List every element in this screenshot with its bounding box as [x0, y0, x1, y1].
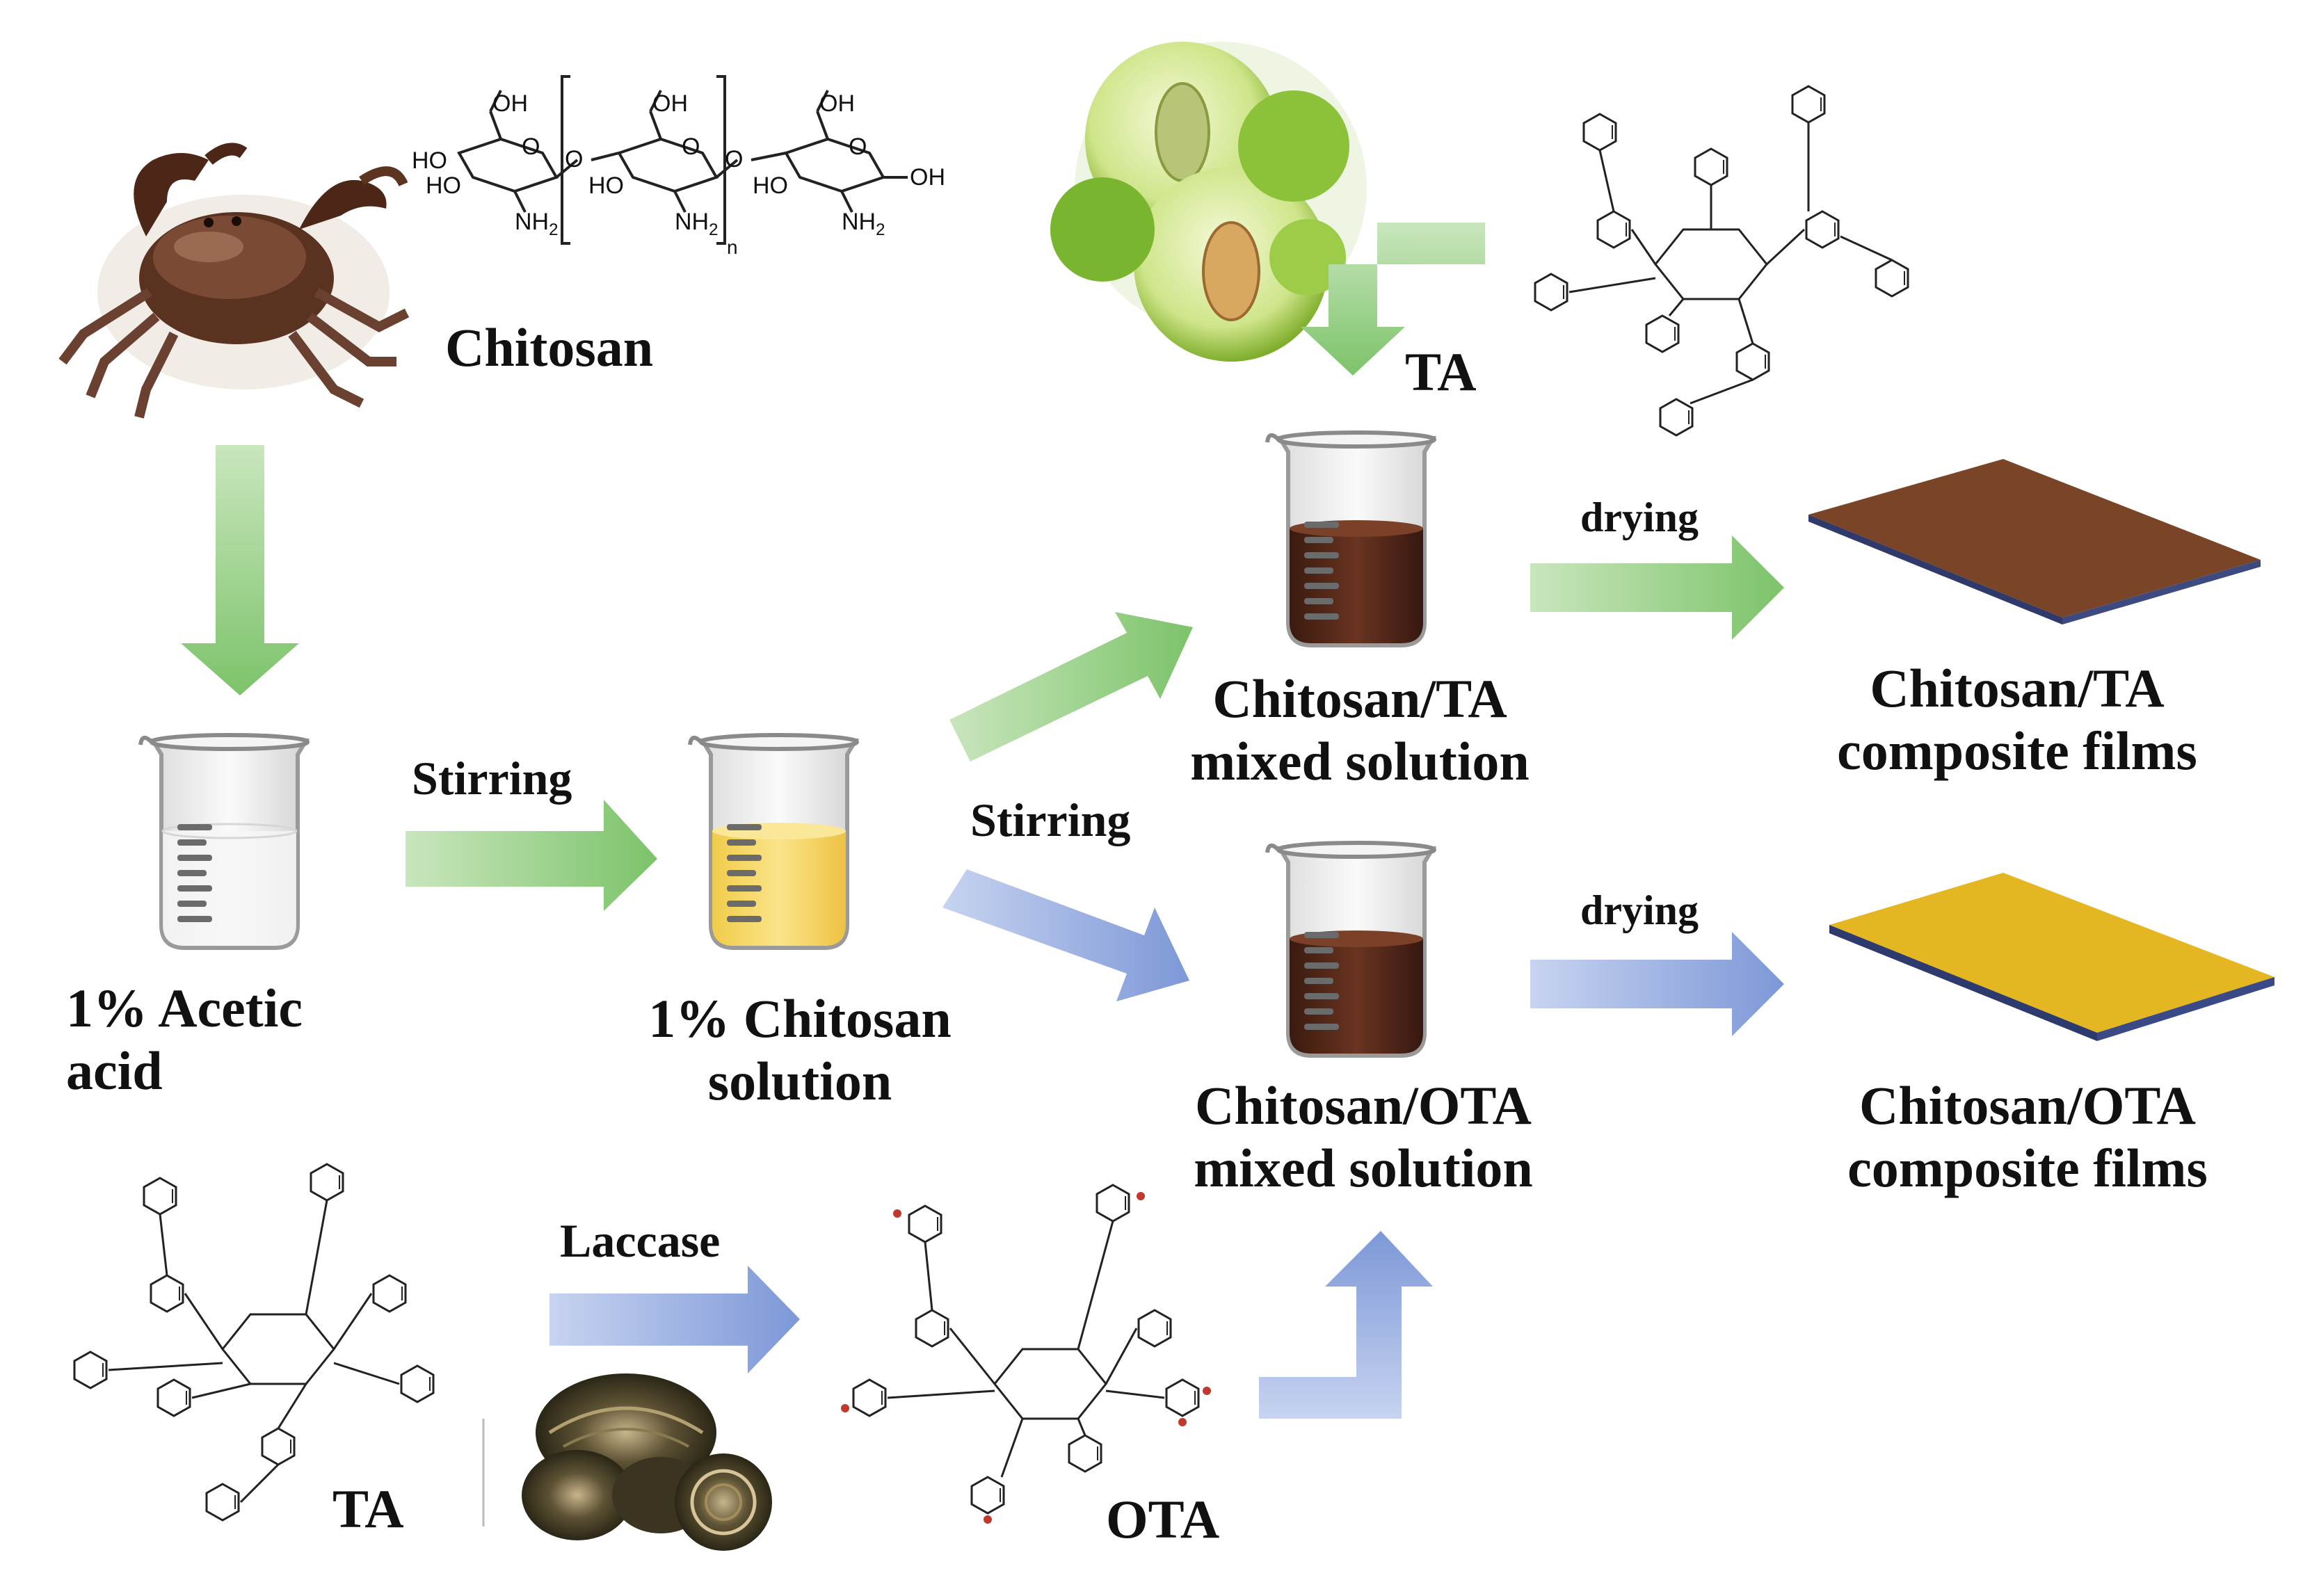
stirring-label-1: Stirring — [412, 752, 572, 805]
ta-label-bottom: TA — [332, 1478, 404, 1539]
blue-arrow-diagonal-down — [942, 869, 1189, 1001]
svg-text:OH: OH — [910, 164, 945, 191]
svg-text:NH2: NH2 — [515, 209, 558, 239]
svg-text:NH2: NH2 — [675, 209, 718, 239]
turkey-tail-fungus-photo-icon — [522, 1373, 772, 1551]
ho-label: HO — [753, 172, 788, 199]
ota-composite-film-label-line1: Chitosan/OTA — [1859, 1075, 2196, 1136]
chitosan-label: Chitosan — [445, 317, 654, 378]
beaker-icon-acetic-acid — [141, 735, 307, 948]
green-arrow-elbow-down — [1301, 223, 1485, 376]
blue-arrow-laccase — [549, 1266, 800, 1373]
oh-label: OH — [652, 90, 688, 117]
svg-text:O: O — [725, 146, 743, 172]
o-label: O — [725, 146, 743, 172]
ota-label: OTA — [1106, 1489, 1220, 1549]
svg-text:n: n — [727, 236, 738, 258]
ota-composite-film — [1829, 873, 2274, 1041]
drying-label-2: drying — [1580, 887, 1699, 933]
ota-composite-film-label-line2: composite films — [1847, 1138, 2208, 1198]
svg-text:HO: HO — [412, 147, 447, 174]
nh2-label: NH — [842, 209, 876, 235]
green-arrow-right — [406, 800, 657, 911]
green-arrow-down — [181, 445, 299, 695]
ta-label-top: TA — [1405, 341, 1477, 402]
ota-mixed-solution-label-line1: Chitosan/OTA — [1195, 1075, 1532, 1136]
oxidized-tannic-acid-structure — [852, 1184, 1200, 1515]
blue-arrow-elbow-up — [1259, 1231, 1433, 1419]
svg-text:OH: OH — [819, 90, 855, 117]
ta-mixed-solution-label-line2: mixed solution — [1190, 731, 1530, 791]
beaker-icon-chitosan-solution — [690, 735, 857, 948]
o-label: O — [682, 134, 700, 160]
svg-text:O: O — [522, 134, 540, 160]
ho-label: HO — [426, 172, 461, 199]
svg-text:O: O — [682, 134, 700, 160]
repeat-n-label: n — [727, 236, 738, 258]
ho-label: HO — [588, 172, 624, 199]
oh-label: OH — [910, 164, 945, 191]
acetic-acid-label-line1: 1% Acetic — [66, 978, 303, 1038]
tannic-acid-structure-top — [1534, 85, 1909, 437]
oh-label: OH — [492, 90, 528, 117]
blue-arrow-drying — [1530, 932, 1784, 1036]
ho-label: HO — [412, 147, 447, 174]
green-fruit-photo-icon — [1050, 42, 1367, 362]
svg-text:HO: HO — [588, 172, 624, 199]
ta-composite-film-label-line1: Chitosan/TA — [1870, 658, 2165, 718]
nh2-label: NH — [675, 209, 709, 235]
nh2-label: NH — [515, 209, 549, 235]
tannic-acid-structure-bottom — [73, 1163, 435, 1522]
drying-label-1: drying — [1580, 494, 1699, 540]
acetic-acid-label-line2: acid — [66, 1040, 163, 1101]
chitosan-structure-labels: OH OH OH HO HO HO HO O O O O O NH2 NH2 N… — [412, 90, 945, 258]
green-arrow-drying — [1530, 535, 1784, 640]
ota-mixed-solution-label-line2: mixed solution — [1194, 1138, 1533, 1198]
svg-text:OH: OH — [492, 90, 528, 117]
oh-label: OH — [819, 90, 855, 117]
chitosan-solution-label-line2: solution — [707, 1051, 892, 1111]
svg-text:NH2: NH2 — [842, 209, 885, 239]
svg-text:HO: HO — [426, 172, 461, 199]
laccase-label: Laccase — [560, 1214, 721, 1267]
svg-text:O: O — [565, 146, 583, 172]
ta-composite-film-label-line2: composite films — [1837, 720, 2197, 781]
o-label: O — [522, 134, 540, 160]
beaker-icon-ta-mixed — [1267, 433, 1434, 645]
ta-mixed-solution-label-line1: Chitosan/TA — [1212, 668, 1507, 729]
chitosan-solution-label-line1: 1% Chitosan — [648, 988, 952, 1049]
quinone-oxygen-marks — [841, 1192, 1211, 1524]
svg-text:OH: OH — [652, 90, 688, 117]
svg-text:HO: HO — [753, 172, 788, 199]
svg-text:O: O — [849, 134, 867, 160]
ta-composite-film — [1808, 459, 2261, 624]
beaker-icon-ota-mixed — [1267, 843, 1434, 1056]
crab-photo-icon — [58, 143, 410, 419]
o-label: O — [849, 134, 867, 160]
chitosan-structure — [457, 75, 908, 245]
stirring-label-2: Stirring — [970, 793, 1131, 846]
green-arrow-diagonal-up — [949, 612, 1193, 761]
o-label: O — [565, 146, 583, 172]
